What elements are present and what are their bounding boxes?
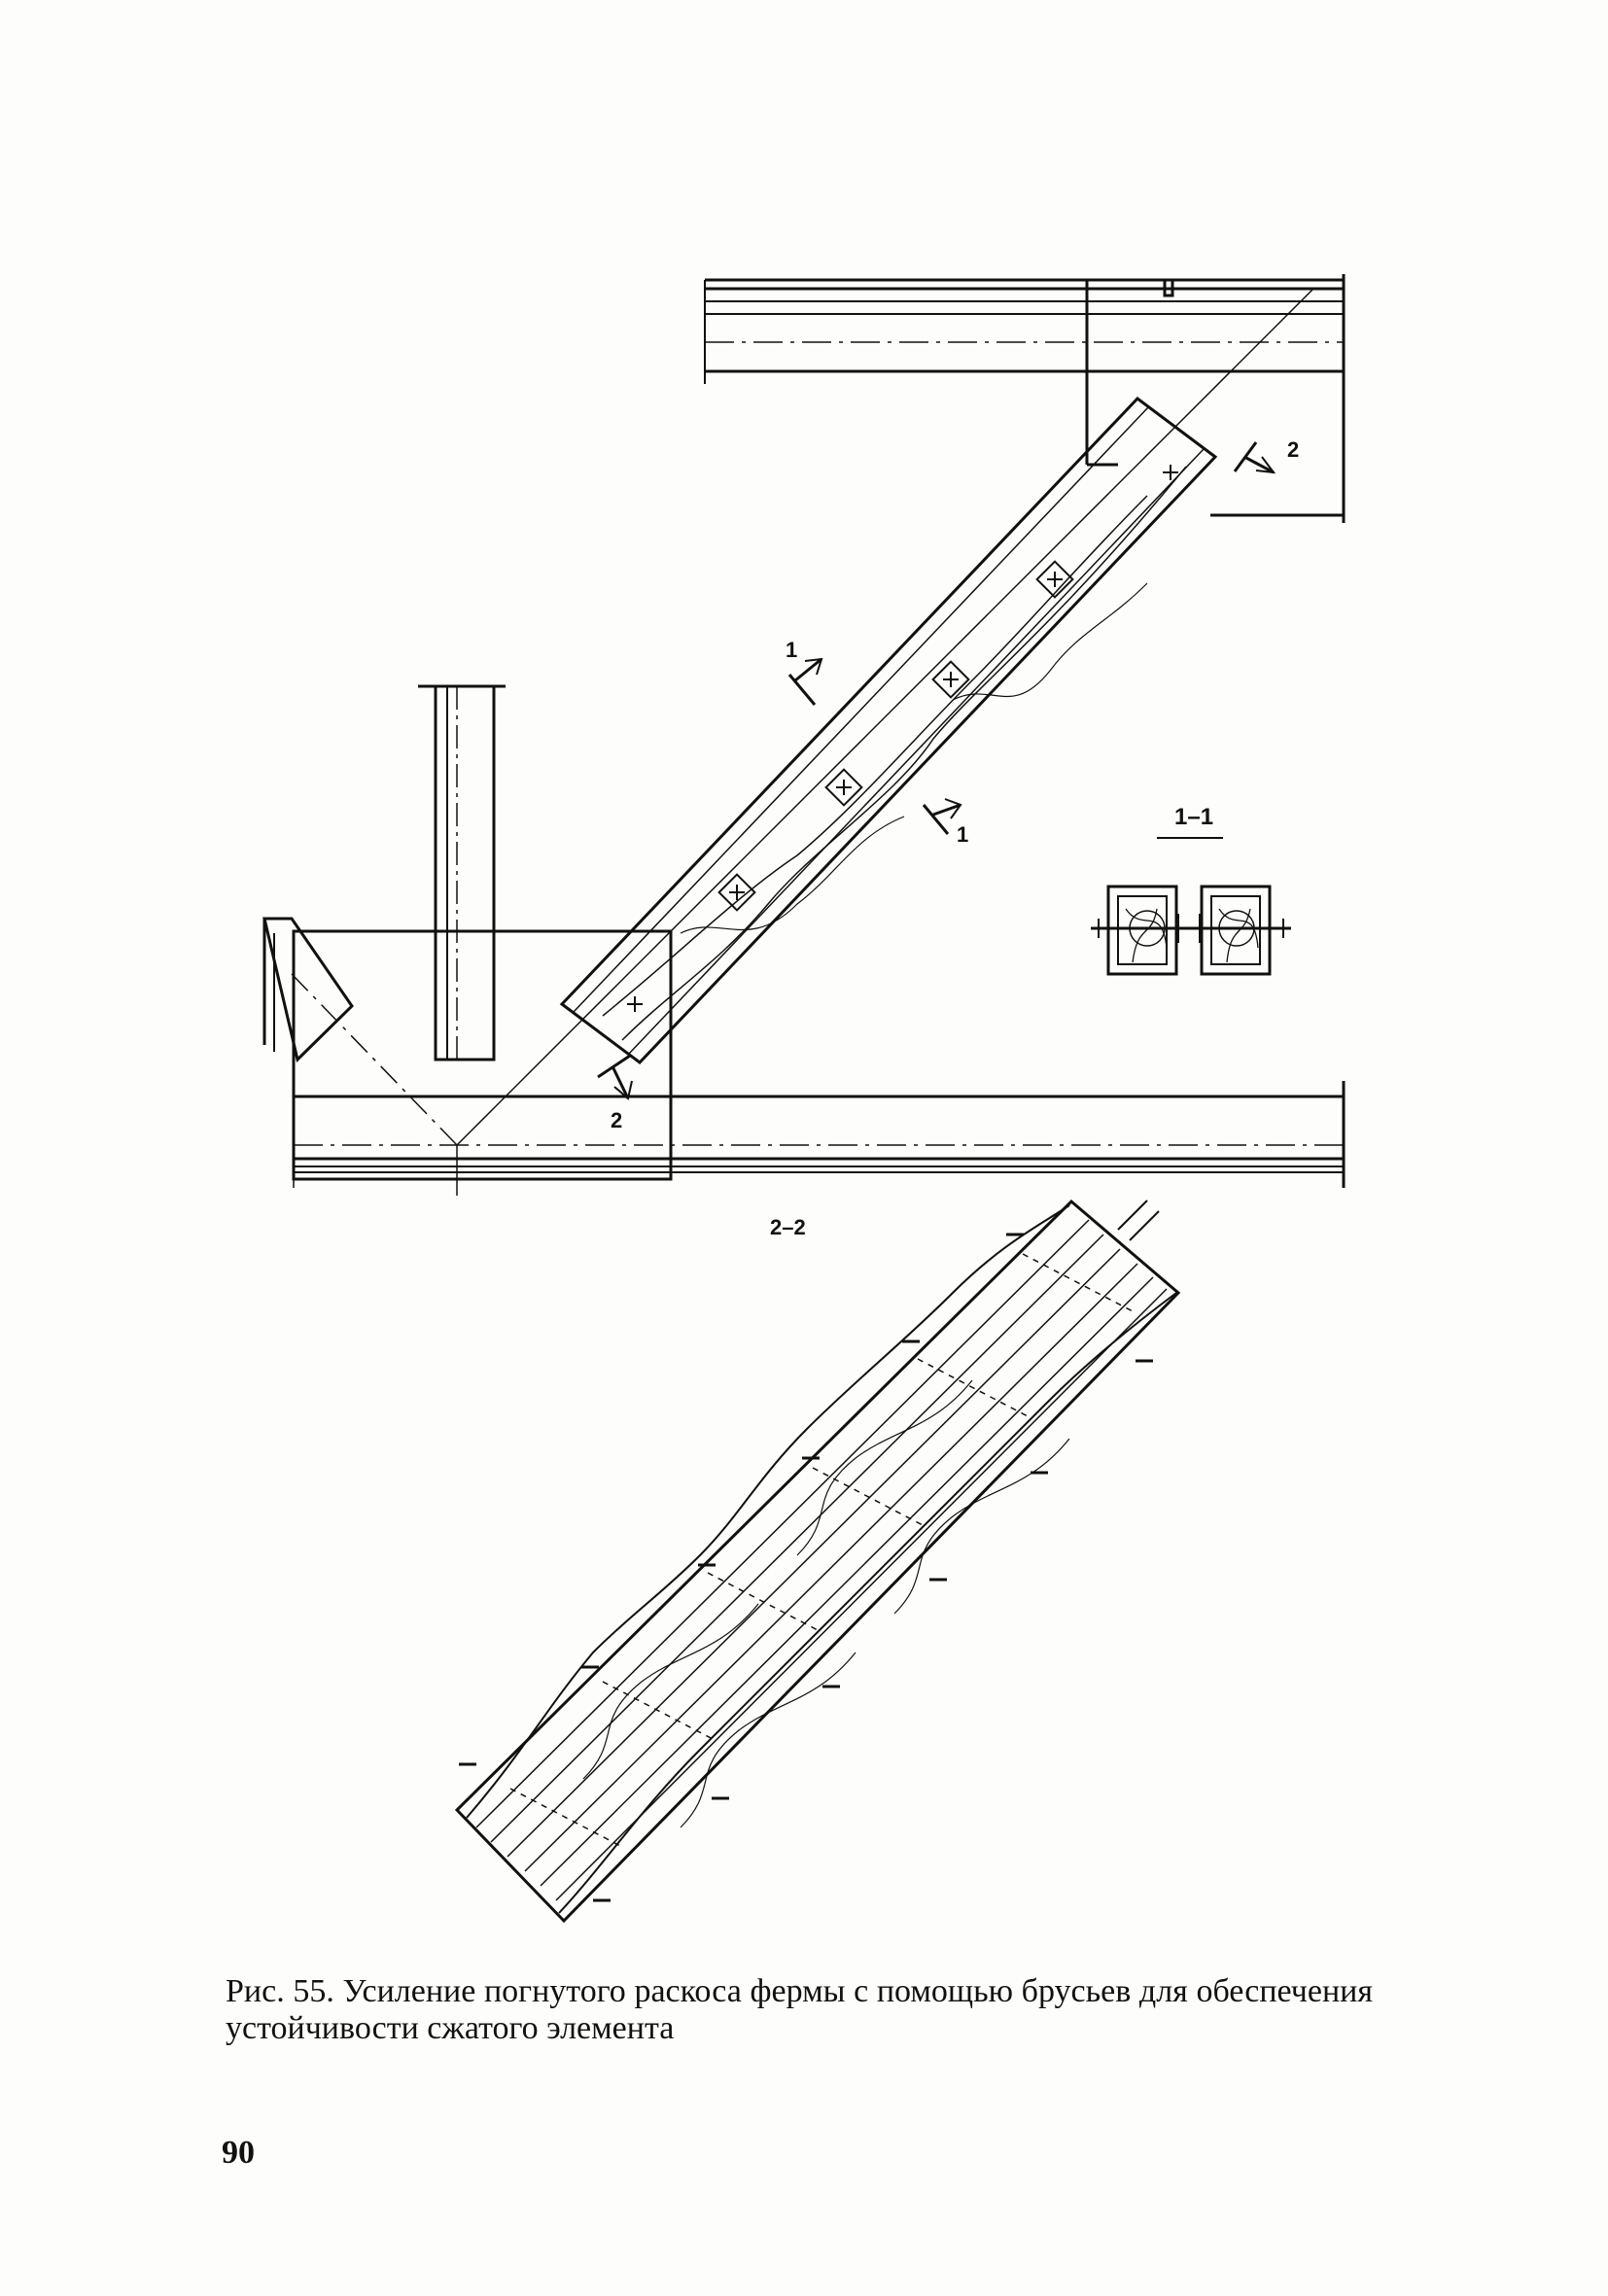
section-1-top-label: 1: [786, 638, 797, 662]
section-1-1: 1–1: [1091, 804, 1291, 976]
lower-node: [262, 917, 1346, 1196]
vertical-post: [418, 684, 506, 1061]
section-1-bottom-label: 1: [957, 822, 968, 847]
top-chord: [704, 274, 1346, 523]
section-2-2: 2–2: [454, 1199, 1181, 1924]
figure-caption: Рис. 55. Усиление погнутого раскоса ферм…: [226, 1973, 1373, 2046]
section-2-top-label: 2: [1287, 437, 1299, 462]
section-marks: [597, 441, 1276, 1100]
reinforced-diagonal: [456, 287, 1315, 1146]
section-2-bottom-label: 2: [611, 1108, 622, 1132]
page-number: 90: [222, 2135, 255, 2171]
section-2-2-title: 2–2: [770, 1215, 806, 1239]
section-1-1-title: 1–1: [1174, 804, 1213, 830]
